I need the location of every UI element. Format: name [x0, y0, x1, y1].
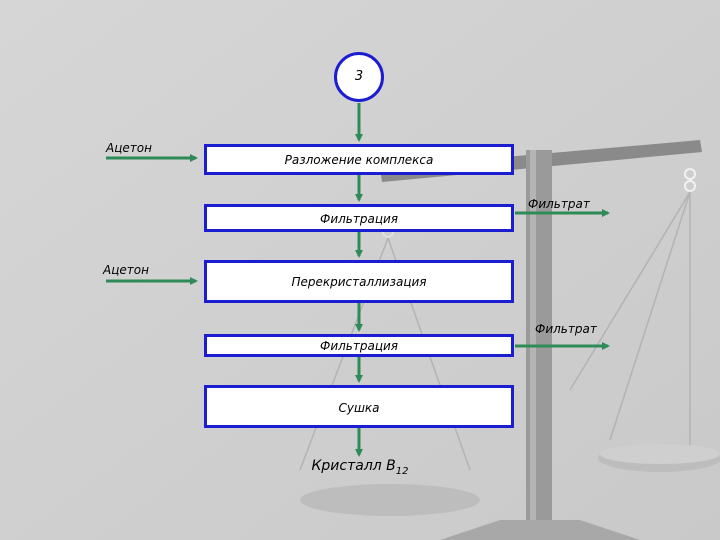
- process-label-filtration-2: Фильтрация: [319, 339, 399, 353]
- final-product-subscript: 12: [395, 465, 409, 477]
- process-box-recrystallization: Перекристаллизация: [204, 260, 514, 303]
- input-label-acetone-1: Ацетон: [106, 141, 152, 155]
- process-box-decomposition: Разложение комплекса: [204, 144, 514, 175]
- input-label-acetone-2: Ацетон: [103, 263, 149, 277]
- output-label-filtrate-1: Фильтрат: [528, 197, 590, 211]
- process-label-recrystallization: Перекристаллизация: [291, 275, 427, 289]
- process-label-decomposition: Разложение комплекса: [284, 153, 434, 167]
- final-product-label: Кристалл B12: [300, 458, 420, 477]
- process-box-drying: Сушка: [204, 385, 514, 428]
- step-number-circle: 3: [334, 52, 384, 102]
- final-product-name: Кристалл B: [311, 458, 396, 474]
- process-box-filtration-1: Фильтрация: [204, 204, 514, 232]
- process-label-filtration-1: Фильтрация: [319, 212, 399, 226]
- process-label-drying: Сушка: [338, 401, 380, 415]
- output-label-filtrate-2: Фильтрат: [535, 322, 597, 336]
- process-box-filtration-2: Фильтрация: [204, 334, 514, 357]
- step-number: 3: [354, 69, 364, 84]
